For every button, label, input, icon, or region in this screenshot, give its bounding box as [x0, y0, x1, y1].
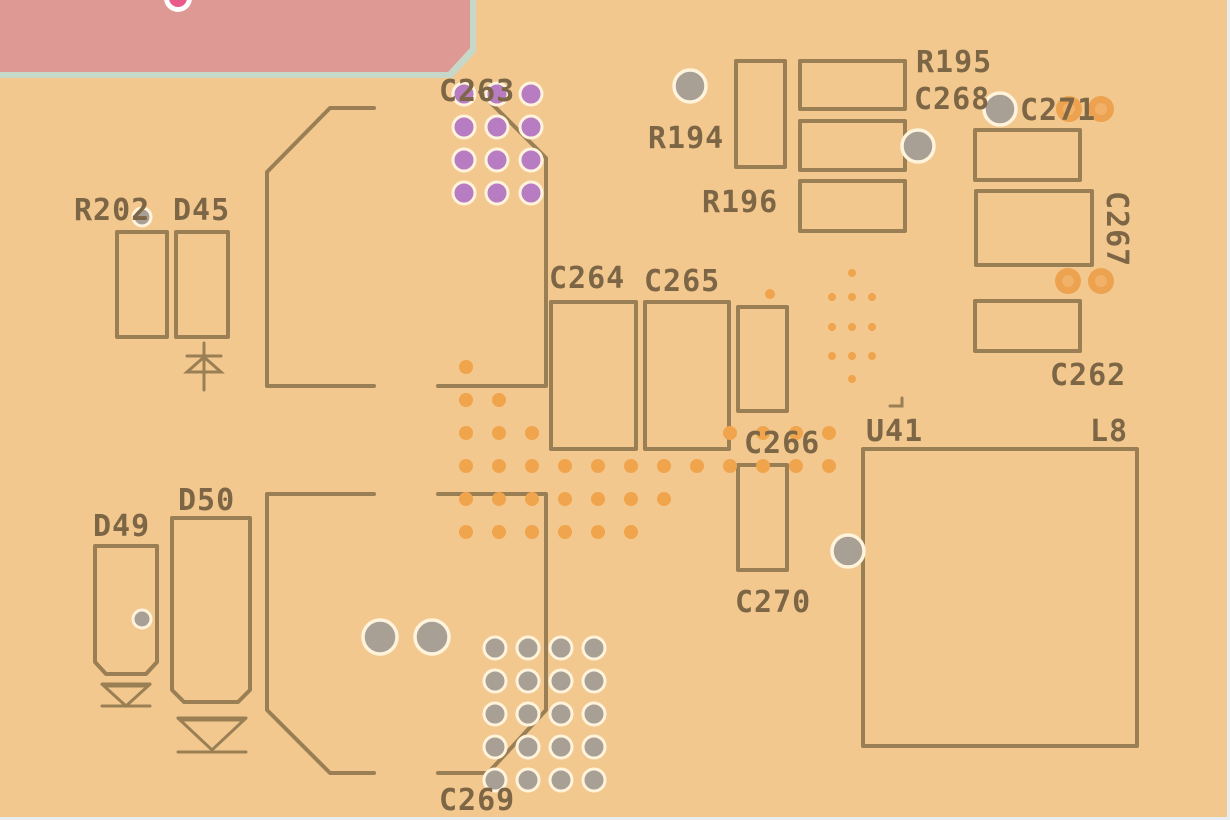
label-r195: R195: [916, 45, 992, 80]
u41-pad-array: [765, 269, 876, 383]
diode-symbol-d50: [176, 716, 248, 754]
label-c263: C263: [439, 74, 515, 109]
label-d49: D49: [93, 509, 150, 544]
ic-outline-upper: [265, 90, 548, 388]
label-c266: C266: [744, 426, 820, 461]
viewport-edge-bottom: [0, 817, 1230, 820]
label-r194: R194: [648, 121, 724, 156]
r194-outline[interactable]: [734, 59, 787, 169]
copper-pour-region[interactable]: [0, 0, 476, 78]
r195-outline[interactable]: [798, 59, 907, 111]
d45-outline[interactable]: [174, 230, 230, 392]
label-c262: C262: [1050, 358, 1126, 393]
small-cap-outline[interactable]: [736, 305, 789, 413]
c262-outline[interactable]: [973, 299, 1082, 353]
ic-outline-lower: [265, 492, 548, 775]
label-c271: C271: [1020, 93, 1096, 128]
purple-via-array: [451, 81, 544, 206]
label-r202: R202: [74, 193, 150, 228]
label-c264: C264: [549, 261, 625, 296]
orange-via-array: [459, 360, 836, 539]
label-c269: C269: [439, 783, 515, 818]
u41-pin1-marker: [888, 396, 904, 408]
d50-outline[interactable]: [170, 516, 252, 754]
label-c265: C265: [644, 264, 720, 299]
label-l8: L8: [1090, 414, 1128, 449]
diode-symbol-d45: [183, 341, 225, 392]
label-c267: C267: [1099, 191, 1134, 267]
l8-outline[interactable]: [861, 447, 1139, 748]
c264-outline[interactable]: [549, 300, 638, 451]
label-c270: C270: [735, 585, 811, 620]
r196-outline[interactable]: [798, 179, 907, 233]
orange-pads: [1055, 96, 1114, 294]
c267-outline[interactable]: [974, 189, 1094, 267]
grey-via-array: [482, 635, 607, 793]
c265-outline[interactable]: [643, 300, 731, 451]
label-d45: D45: [173, 193, 230, 228]
label-u41: U41: [866, 414, 923, 449]
c271-outline[interactable]: [973, 128, 1082, 182]
diode-symbol-d49: [100, 682, 152, 709]
r202-outline[interactable]: [115, 230, 169, 339]
label-d50: D50: [178, 483, 235, 518]
label-c268: C268: [914, 82, 990, 117]
viewport-edge: [1227, 0, 1230, 820]
single-vias: [131, 68, 1018, 656]
d49-outline[interactable]: [93, 544, 159, 709]
label-r196: R196: [702, 185, 778, 220]
